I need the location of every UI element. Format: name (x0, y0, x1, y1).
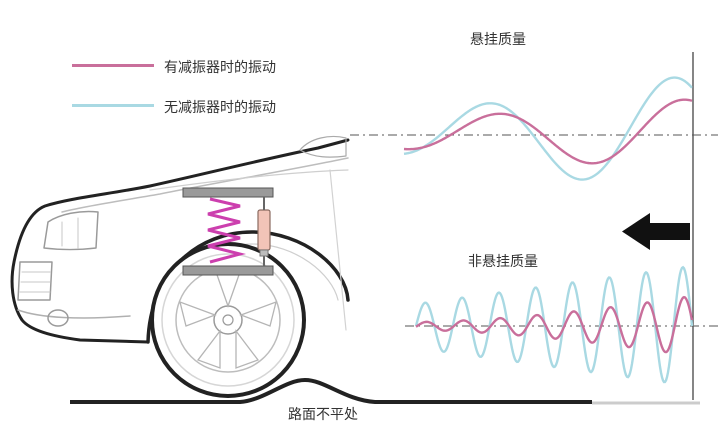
legend-label-damped: 有减振器时的振动 (164, 60, 276, 76)
sprung-damped-curve (403, 98, 693, 165)
unsprung-damped-curve (415, 295, 694, 354)
legend-swatch-damped (72, 64, 154, 67)
road-surface (70, 377, 592, 404)
legend-label-undamped: 无减振器时的振动 (164, 100, 276, 116)
wheel (150, 242, 306, 398)
hood-line (61, 157, 349, 213)
unsprung-mass-title: 非悬挂质量 (468, 254, 538, 270)
suspension-assembly (182, 187, 274, 276)
grille (17, 261, 53, 301)
upper-mount-plate (182, 187, 274, 198)
car-body-outline (10, 138, 350, 344)
shock-absorber (257, 197, 271, 266)
direction-arrow (622, 213, 690, 250)
legend-swatch-undamped (72, 104, 154, 107)
mirror (299, 135, 347, 158)
headlight (43, 210, 99, 251)
sprung-mass-title: 悬挂质量 (470, 32, 526, 48)
unsprung-undamped-curve (414, 265, 694, 384)
coil-spring (207, 197, 246, 264)
sprung-undamped-curve (403, 76, 693, 181)
bumper (17, 309, 131, 319)
fender-top-line (149, 169, 349, 191)
road-bump-label: 路面不平处 (288, 407, 358, 423)
fog-light (47, 309, 69, 327)
vibration-curves (403, 76, 694, 384)
lower-mount-plate (182, 265, 274, 276)
